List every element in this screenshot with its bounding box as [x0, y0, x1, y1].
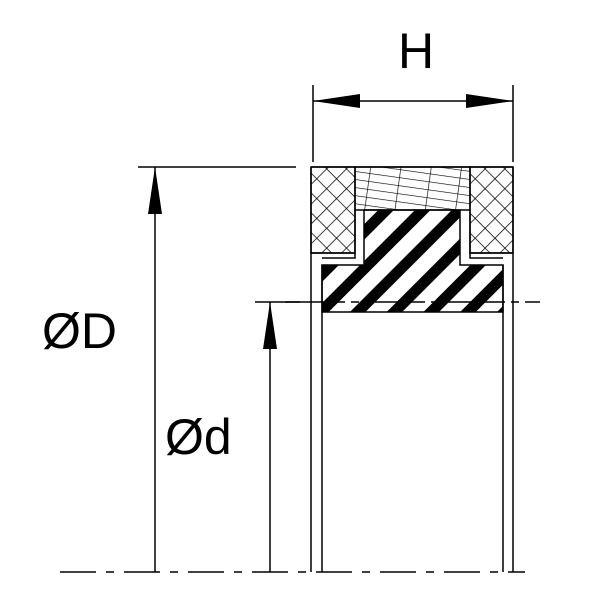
outer-diameter-dimension	[138, 166, 296, 572]
arrow-up-icon	[148, 167, 162, 214]
rubber-seal	[321, 209, 504, 313]
outer-diameter-label: ØD	[42, 303, 117, 359]
right-support-ring	[469, 166, 514, 254]
arrow-left-icon	[313, 94, 360, 108]
left-support-ring	[310, 166, 356, 254]
arrow-up-icon	[263, 302, 277, 349]
height-label: H	[398, 23, 434, 79]
inner-diameter-label: Ød	[165, 409, 232, 465]
inner-diameter-dimension	[255, 301, 300, 572]
fabric-ring	[354, 166, 471, 211]
arrow-right-icon	[466, 94, 513, 108]
